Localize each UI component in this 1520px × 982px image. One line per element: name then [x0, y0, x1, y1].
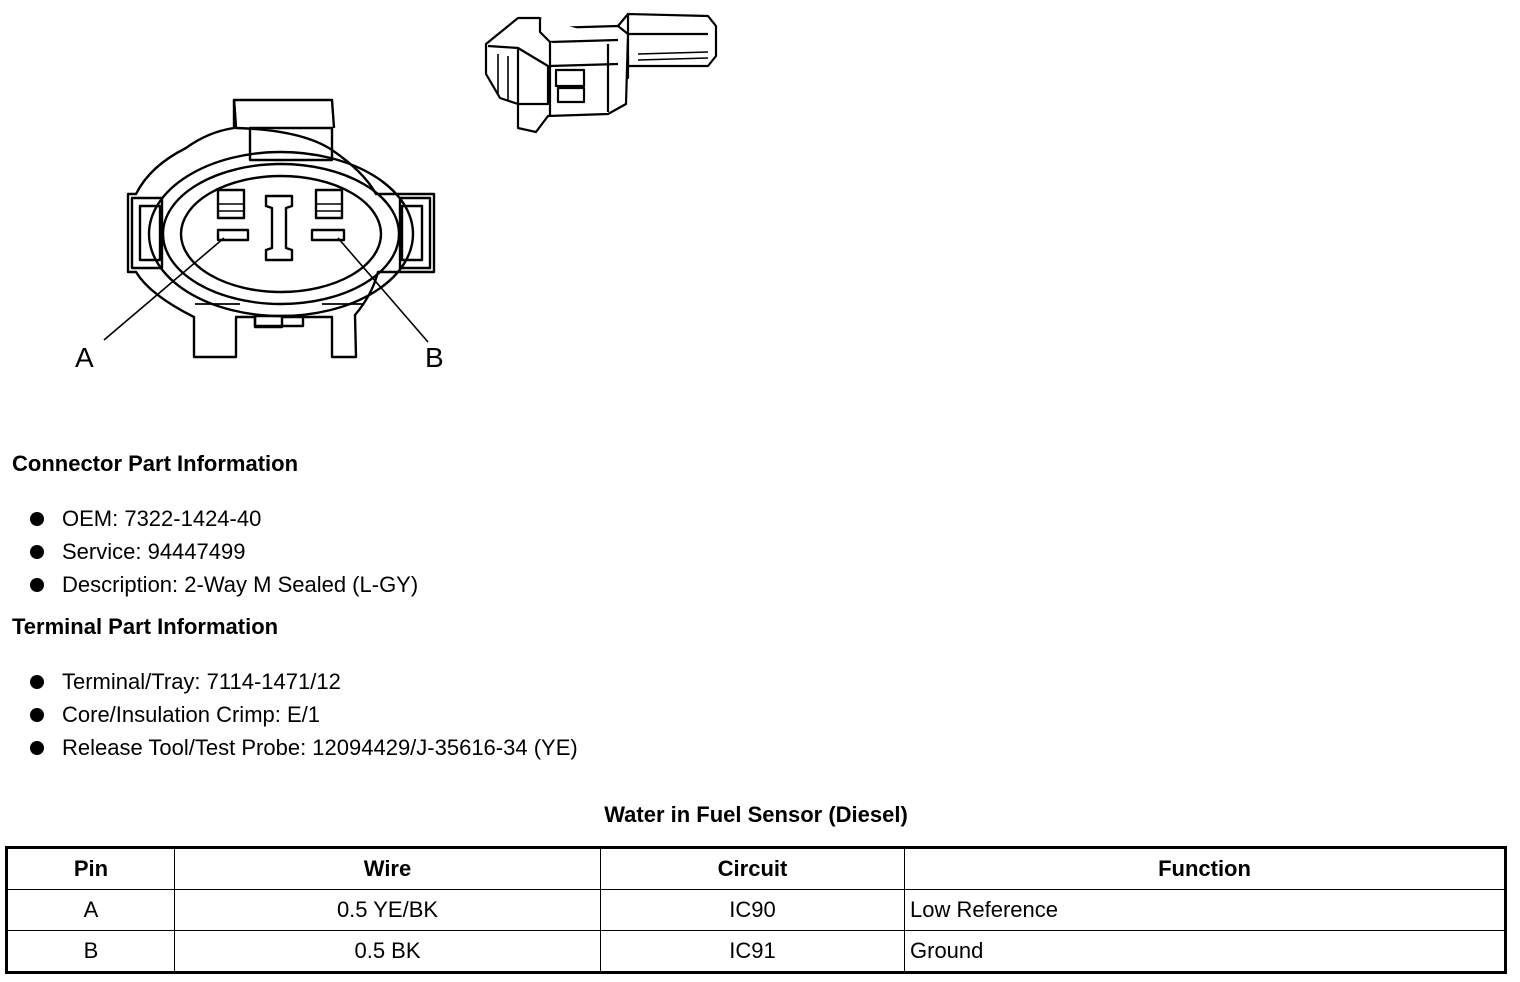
- cell-circuit: IC91: [600, 930, 905, 973]
- header-function: Function: [904, 847, 1506, 890]
- connector-info-heading: Connector Part Information: [12, 451, 299, 476]
- cell-wire: 0.5 YE/BK: [174, 889, 601, 931]
- cell-function: Ground: [904, 930, 1506, 973]
- table-header-row: Pin Wire Circuit Function: [6, 847, 1506, 890]
- terminal-tray: Terminal/Tray: 7114-1471/12: [62, 669, 341, 694]
- bullet-icon: [30, 675, 44, 689]
- bullet-icon: [30, 545, 44, 559]
- connector-description: Description: 2-Way M Sealed (L-GY): [62, 572, 419, 597]
- bullet-icon: [30, 741, 44, 755]
- connector-service: Service: 94447499: [62, 539, 246, 564]
- list-item: OEM: 7322-1424-40: [28, 502, 418, 535]
- header-circuit: Circuit: [600, 847, 905, 890]
- connector-info-list: OEM: 7322-1424-40 Service: 94447499 Desc…: [28, 502, 418, 601]
- list-item: Description: 2-Way M Sealed (L-GY): [28, 568, 418, 601]
- bullet-icon: [30, 708, 44, 722]
- bullet-icon: [30, 578, 44, 592]
- connector-face-diagram: [103, 98, 436, 359]
- header-pin: Pin: [6, 847, 175, 890]
- pinout-table: Pin Wire Circuit Function A 0.5 YE/BK IC…: [5, 846, 1507, 974]
- table-title: Water in Fuel Sensor (Diesel): [604, 802, 908, 827]
- list-item: Release Tool/Test Probe: 12094429/J-3561…: [28, 731, 578, 764]
- header-wire: Wire: [174, 847, 601, 890]
- list-item: Terminal/Tray: 7114-1471/12: [28, 665, 578, 698]
- terminal-release-tool: Release Tool/Test Probe: 12094429/J-3561…: [62, 735, 578, 760]
- list-item: Service: 94447499: [28, 535, 418, 568]
- pin-label-b: B: [425, 342, 444, 373]
- terminal-info-list: Terminal/Tray: 7114-1471/12 Core/Insulat…: [28, 665, 578, 764]
- bullet-icon: [30, 512, 44, 526]
- cell-pin: B: [6, 930, 175, 973]
- list-item: Core/Insulation Crimp: E/1: [28, 698, 578, 731]
- connector-isometric-illustration: [484, 12, 718, 134]
- connector-oem: OEM: 7322-1424-40: [62, 506, 262, 531]
- pin-label-a: A: [75, 342, 94, 373]
- cell-function: Low Reference: [904, 889, 1506, 931]
- table-row: A 0.5 YE/BK IC90 Low Reference: [6, 889, 1506, 931]
- cell-wire: 0.5 BK: [174, 930, 601, 973]
- terminal-info-heading: Terminal Part Information: [12, 614, 279, 639]
- cell-circuit: IC90: [600, 889, 905, 931]
- terminal-crimp: Core/Insulation Crimp: E/1: [62, 702, 320, 727]
- table-row: B 0.5 BK IC91 Ground: [6, 930, 1506, 973]
- cell-pin: A: [6, 889, 175, 931]
